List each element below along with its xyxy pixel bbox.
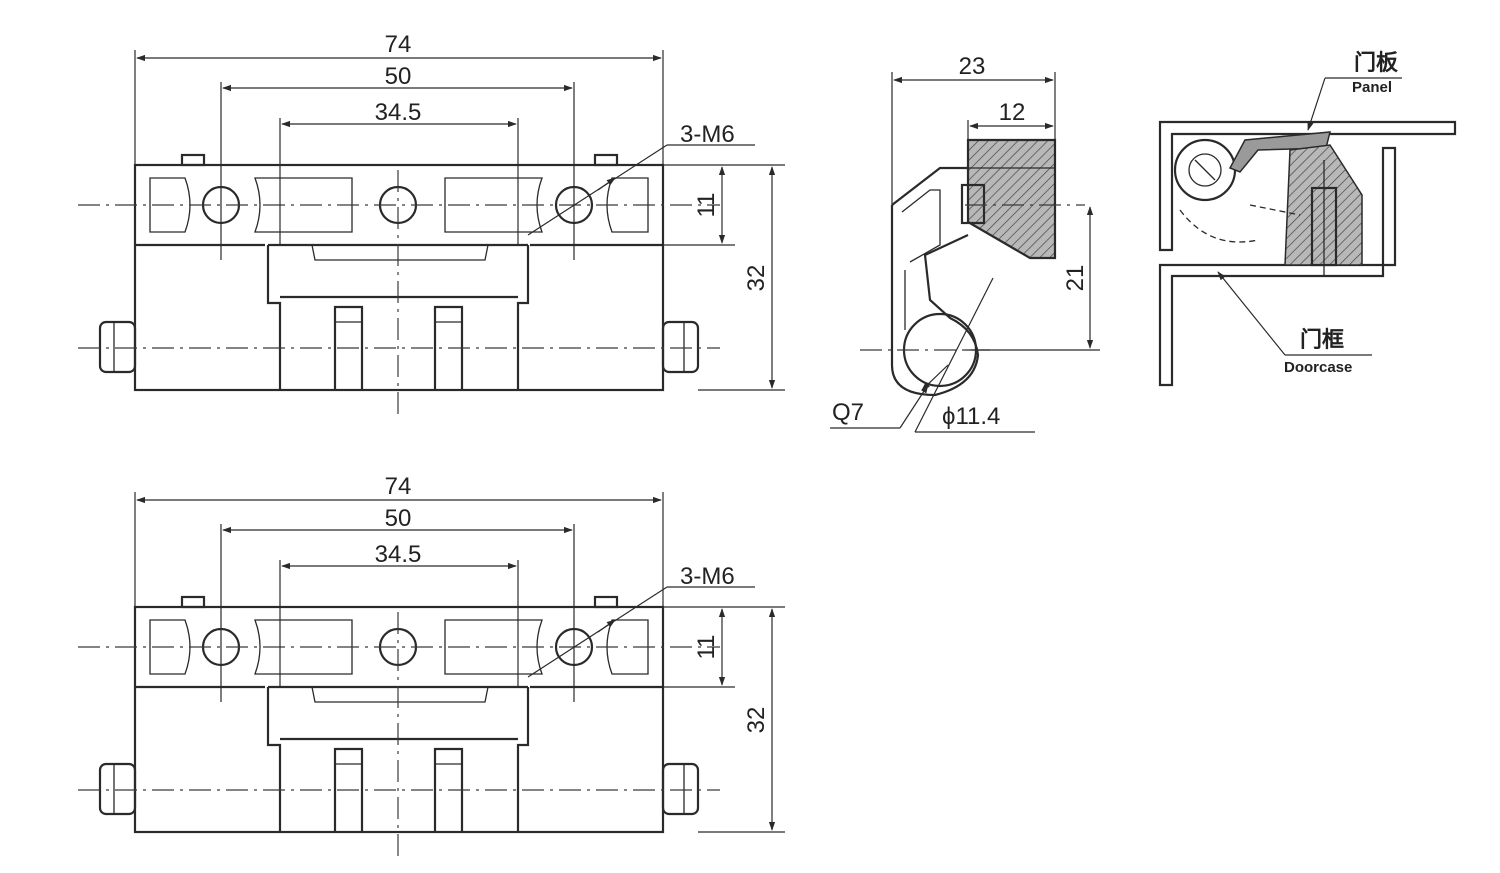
label-pin-diameter: ϕ11.4	[942, 403, 1000, 430]
front-view-bottom: 74 50 34.5 3-M6 11 32	[78, 473, 785, 862]
label-panel-cn: 门板	[1354, 50, 1399, 76]
label-doorcase-cn: 门框	[1300, 327, 1344, 353]
dim-side-width: 23	[959, 53, 986, 80]
dim-overall-width: 74	[385, 473, 412, 500]
label-radius: Q7	[832, 399, 864, 426]
dim-overall-width: 74	[385, 31, 412, 58]
dim-hole-offset: 11	[693, 193, 720, 218]
side-view: 23 12 21 Q7 ϕ11.4	[830, 53, 1100, 433]
dim-pin-height: 21	[1062, 265, 1089, 292]
dim-slot-span: 34.5	[375, 99, 422, 126]
dim-leaf-width: 12	[999, 99, 1026, 126]
dim-height: 32	[743, 707, 770, 734]
label-panel-en: Panel	[1352, 79, 1392, 96]
label-doorcase-en: Doorcase	[1284, 359, 1352, 376]
label-thread: 3-M6	[680, 563, 735, 590]
label-thread: 3-M6	[680, 121, 735, 148]
dim-hole-span: 50	[385, 505, 412, 532]
install-view: 门板 Panel 门框 Doorcase	[1158, 50, 1457, 387]
dim-hole-span: 50	[385, 63, 412, 90]
dim-hole-offset: 11	[693, 635, 720, 660]
dim-slot-span: 34.5	[375, 541, 422, 568]
dim-height: 32	[743, 265, 770, 292]
front-view-top: 74 50 34.5 3-M6 11 32	[78, 31, 785, 420]
